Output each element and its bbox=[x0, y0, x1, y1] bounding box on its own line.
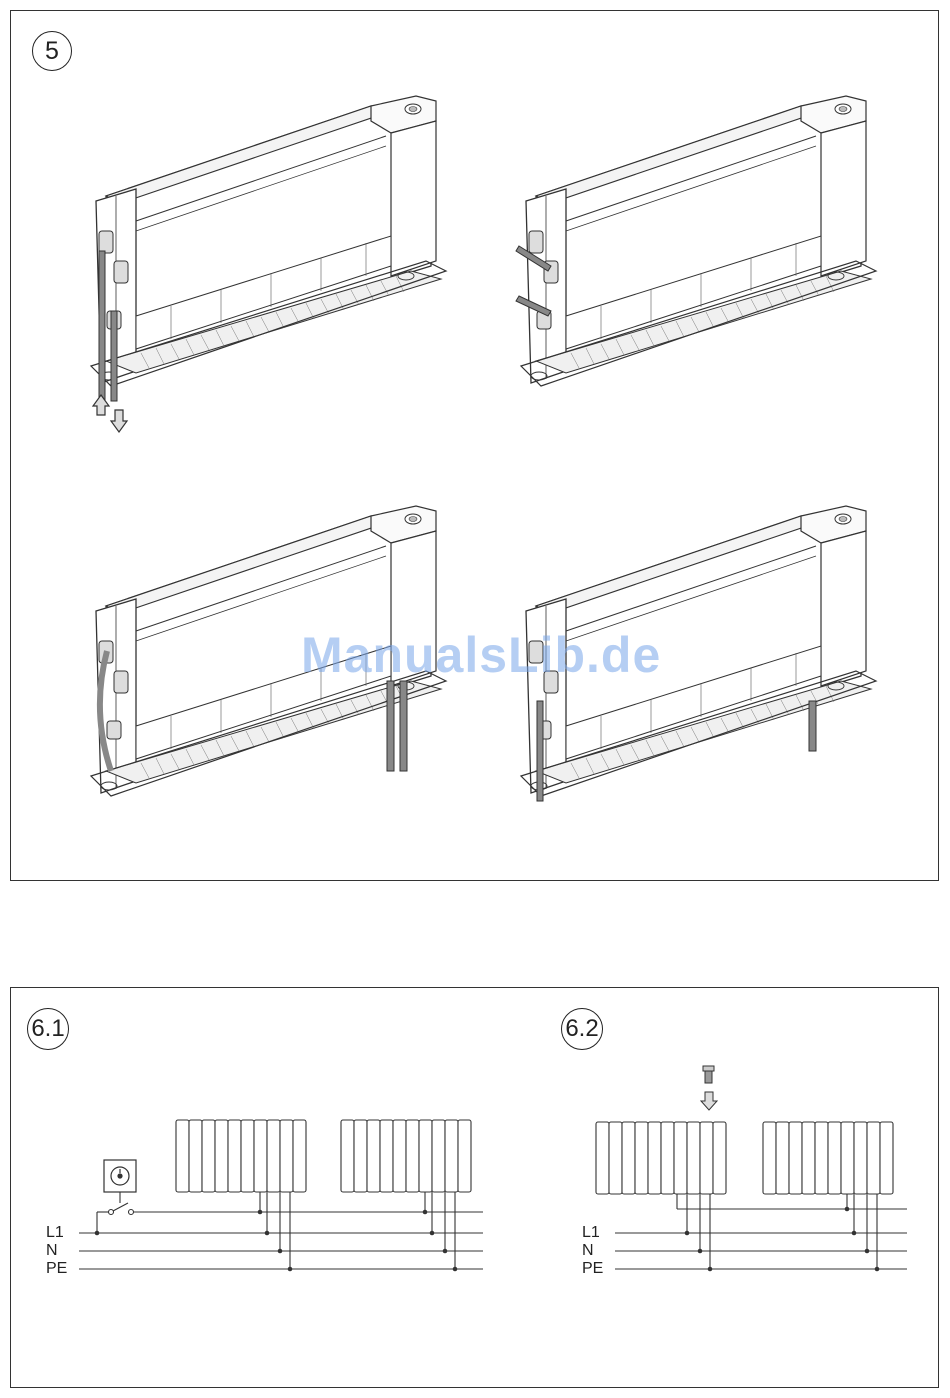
room-thermostat-icon bbox=[104, 1160, 136, 1192]
plug-icon bbox=[703, 1066, 714, 1083]
heater-block-1 bbox=[176, 1120, 306, 1192]
down-arrow-icon bbox=[701, 1092, 717, 1110]
watermark: ManualsLib.de bbox=[301, 626, 661, 684]
switch-icon bbox=[97, 1192, 134, 1233]
unit-top-right bbox=[521, 96, 876, 386]
wiring-diagrams bbox=[11, 988, 940, 1389]
unit-top-left bbox=[91, 96, 446, 386]
heater-block-3 bbox=[596, 1122, 726, 1194]
figure-5-panel: 5 bbox=[10, 10, 939, 881]
heater-block-4 bbox=[763, 1122, 893, 1194]
heater-block-2 bbox=[341, 1120, 471, 1192]
figure-6-panel: 6.1 6.2 L1 N PE L1 N PE bbox=[10, 987, 939, 1388]
figure-5-drawings bbox=[11, 11, 940, 882]
flow-arrows bbox=[93, 395, 127, 432]
